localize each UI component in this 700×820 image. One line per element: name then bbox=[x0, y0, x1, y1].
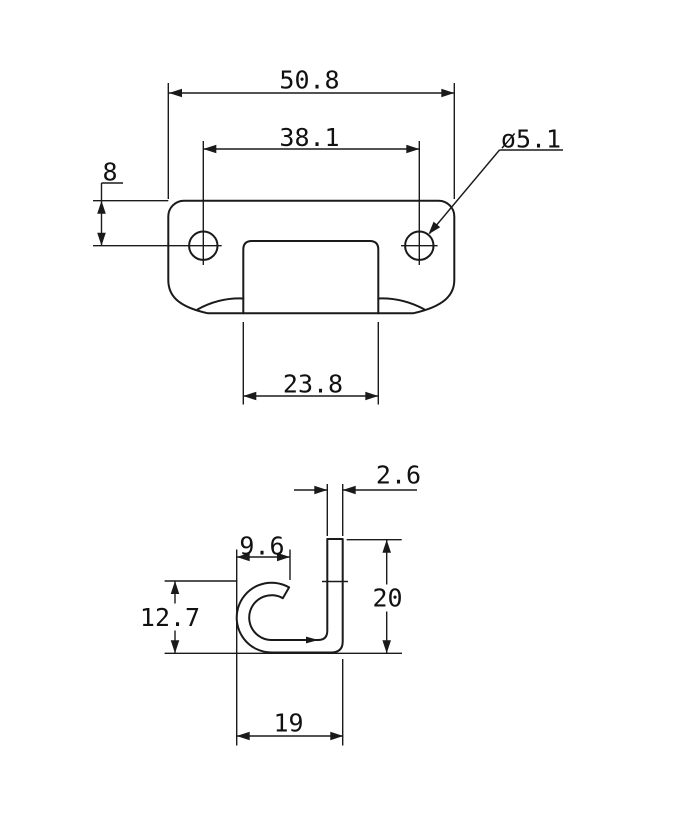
dim-tab-width-arrow-left bbox=[243, 391, 257, 401]
plate-outline bbox=[167, 199, 456, 315]
dim-depth-arrow-left bbox=[236, 731, 250, 741]
dim-tab-width-label: 23.8 bbox=[283, 370, 343, 399]
dim-overall-width-arrow-right bbox=[441, 88, 455, 98]
dim-leg-height-arrow-down bbox=[382, 640, 391, 654]
dim-tab-width-arrow-right bbox=[365, 391, 379, 401]
dim-leg-height-label: 20 bbox=[372, 584, 402, 613]
dim-thickness-label: 2.6 bbox=[376, 461, 421, 490]
leader-line bbox=[428, 149, 501, 234]
top-view: 50.8 38.1 8 ø5.1 23.8 bbox=[93, 66, 563, 405]
dim-hole-spacing-arrow-right bbox=[406, 144, 420, 154]
leader-arrowhead bbox=[428, 221, 441, 235]
dim-depth-label: 19 bbox=[273, 709, 303, 738]
dim-depth-arrow-right bbox=[330, 731, 344, 741]
tab-outline bbox=[242, 240, 380, 315]
side-view: 2.6 9.6 12.7 20 19 bbox=[140, 461, 421, 746]
dim-thickness-arrow-right bbox=[342, 485, 356, 495]
dim-overall-width-arrow-left bbox=[169, 88, 182, 98]
dim-edge-offset-arrow-up bbox=[97, 200, 106, 214]
dim-hole-spacing-label: 38.1 bbox=[279, 123, 339, 152]
dim-edge-offset-label: 8 bbox=[102, 158, 117, 187]
dim-leg-height-arrow-up bbox=[382, 539, 391, 553]
dim-opening-arrow-left bbox=[236, 552, 250, 562]
bend-tangent-mark bbox=[306, 636, 319, 644]
dim-hook-height-arrow-up bbox=[170, 581, 180, 594]
dim-hole-diameter-label: ø5.1 bbox=[501, 125, 561, 154]
dim-hook-height-label: 12.7 bbox=[140, 603, 200, 632]
bend-line-left bbox=[196, 297, 245, 311]
dim-thickness-arrow-left bbox=[314, 485, 328, 495]
dim-hook-height-arrow-down bbox=[170, 640, 180, 654]
dim-opening-arrow-right bbox=[277, 552, 290, 562]
dim-hole-spacing-arrow-left bbox=[203, 144, 217, 154]
bend-line-right bbox=[377, 297, 426, 311]
hook-profile-outline bbox=[235, 538, 344, 654]
dim-opening-label: 9.6 bbox=[239, 532, 284, 561]
dim-edge-offset-arrow-down bbox=[97, 232, 106, 246]
dim-overall-width-label: 50.8 bbox=[279, 66, 339, 95]
